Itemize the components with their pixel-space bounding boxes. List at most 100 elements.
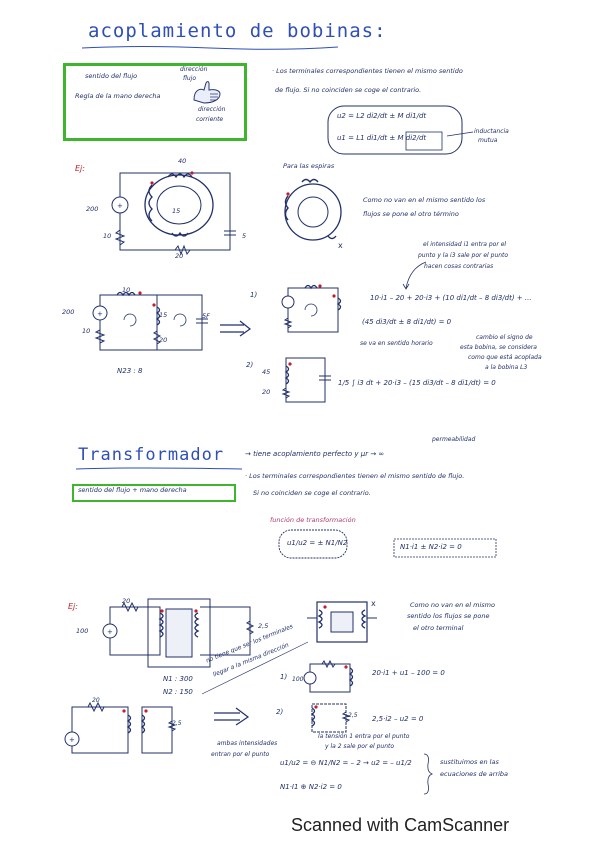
label-5: 5 (242, 232, 247, 240)
eq1: 10·i1 – 20 + 20·i3 + (10 di1/dt – 8 di3/… (370, 294, 532, 302)
ts-label-25: 2,5 (172, 720, 182, 727)
n23-label: N23 : 8 (117, 367, 143, 375)
title-underline (81, 46, 339, 50)
c2-label-10: 10 (82, 327, 91, 335)
t-label-100b: 100 (292, 676, 304, 683)
sustituimos1: sustituimos en las (440, 758, 499, 766)
transformer-espiras: x (307, 599, 377, 643)
eq3: 1/5 ∫ i3 dt + 20·i3 – (15 di3/dt – 8 di1… (338, 379, 496, 387)
svg-text:+: + (117, 202, 123, 210)
svg-text:+: + (107, 628, 113, 636)
t-mesh-2-circuit (310, 703, 351, 733)
section2-title: Transformador (78, 445, 225, 465)
t-label-20: 20 (122, 597, 131, 605)
svg-text:x: x (338, 241, 343, 250)
label-200: 200 (86, 205, 99, 213)
c2-label-200: 200 (62, 308, 75, 316)
transformer-box (72, 484, 236, 502)
t-mesh-1-circuit (303, 659, 354, 693)
camscanner-footer: Scanned with CamScanner (291, 815, 510, 835)
note-entra1: el intensidad i1 entra por el (423, 241, 507, 248)
arrow-entra (402, 261, 427, 290)
inductance-label1: inductancia (474, 128, 509, 135)
c2-label-5f: 5F (202, 312, 210, 320)
note-cambio3: como que está acoplada (468, 354, 542, 361)
svg-text:+: + (97, 310, 103, 318)
note-flujos2: sentido los flujos se pone (407, 612, 490, 620)
m2-label-20: 20 (262, 388, 271, 396)
label-10: 10 (103, 232, 112, 240)
n1-label: N1 : 300 (163, 675, 193, 683)
t-mesh-1-label: 1) (280, 673, 288, 681)
inductance-label2: mutua (478, 137, 498, 144)
mesh-eq2: 2,5·i2 – u2 = 0 (372, 715, 424, 723)
s1-note2: de flujo. Si no coinciden se coge el con… (275, 86, 422, 94)
label-40: 40 (178, 157, 187, 165)
note-entra2: punto y la i3 sale por el punto (418, 252, 509, 259)
t-label-25: 2,5 (258, 622, 269, 630)
note-flujos1: Como no van en el mismo (410, 601, 495, 609)
s2-perm: permeabilidad (432, 436, 476, 443)
s2-desc: → tiene acoplamiento perfecto y μr → ∞ (245, 450, 385, 458)
hand-label2: flujo (183, 75, 197, 82)
para-espiras: Para las espiras (283, 162, 335, 170)
formula2: u1 = L1 di1/dt ± M di2/dt (337, 134, 427, 142)
formula1: u2 = L2 di2/dt ± M di1/dt (337, 112, 427, 120)
tension1: la tensión 1 entra por el punto (318, 733, 410, 740)
funcion-transformacion: función de transformación (270, 516, 356, 524)
label-20: 20 (175, 252, 184, 260)
c2-label-10top: 10 (122, 286, 131, 294)
current-eq: N1·I1 ⊕ N2·i2 = 0 (280, 783, 342, 791)
mesh-eq1: 20·i1 + u1 – 100 = 0 (372, 669, 445, 677)
s2-box-text: sentido del flujo + mano derecha (78, 486, 187, 494)
s2-example-label: Ej: (68, 602, 78, 611)
ratio: u1/u2 = ± N1/N2 (287, 539, 348, 547)
ambas2: entran por el punto (211, 751, 270, 758)
c2-label-20: 20 (159, 336, 168, 344)
espiras-drawing: x (284, 178, 343, 250)
diag-line (201, 641, 309, 695)
note-cambio4: a la bobina L3 (485, 364, 528, 371)
t-mesh-2-label: 2) (276, 708, 284, 716)
note-cambio2: esta bobina, se considera (460, 344, 537, 351)
arrow-to-inductance (446, 131, 474, 137)
ambas1: ambas intensidades (217, 740, 278, 747)
note-flujo1: Como no van en el mismo sentido los (363, 196, 486, 204)
hand-icon (193, 81, 221, 104)
tension2: y la 2 sale por el punto (325, 743, 395, 750)
title2-underline (75, 467, 243, 470)
n2-label: N2 : 150 (163, 688, 193, 696)
box-line1: sentido del flujo (85, 72, 138, 80)
ratio-box (278, 529, 348, 559)
sustituimos2: ecuaciones de arriba (440, 770, 509, 778)
hand-label3: dirección (198, 106, 226, 113)
s1-example-label: Ej: (75, 164, 85, 173)
formula-box (327, 105, 463, 155)
section1-title: acoplamiento de bobinas: (88, 20, 387, 42)
t-m2-label-25: 2,5 (348, 712, 358, 719)
s2-note2: Si no coinciden se coge el contrario. (253, 489, 371, 497)
t-label-100: 100 (76, 627, 89, 635)
mesh-2-label: 2) (246, 361, 254, 369)
note-flujo2: flujos se pone el otro término (363, 210, 459, 218)
implies-arrow-1 (220, 320, 252, 337)
s2-note1: · Los terminales correspondientes tienen… (245, 472, 465, 480)
regla-mano-derecha-box (63, 63, 247, 141)
transformer-simplified: + (64, 701, 177, 754)
mesh-2-circuit (281, 357, 331, 403)
ratio-eq: u1/u2 = ⊖ N1/N2 = – 2 → u2 = – u1/2 (280, 759, 412, 767)
brace (423, 753, 434, 795)
current-relation-box (393, 538, 497, 558)
implies-arrow-2 (214, 707, 250, 726)
eq2: (45 di3/dt ± 8 di1/dt) = 0 (362, 318, 452, 326)
hand-label1: dirección (180, 66, 208, 73)
note-flujos3: el otro terminal (413, 624, 464, 632)
m2-label-45: 45 (262, 368, 271, 376)
svg-text:x: x (371, 599, 376, 608)
hand-label4: corriente (196, 116, 224, 123)
c2-label-15: 15 (159, 311, 168, 319)
note-cambio1: cambio el signo de (476, 334, 533, 341)
sentido-horario: se va en sentido horario (360, 340, 433, 347)
toroid-circuit: + (111, 171, 236, 256)
